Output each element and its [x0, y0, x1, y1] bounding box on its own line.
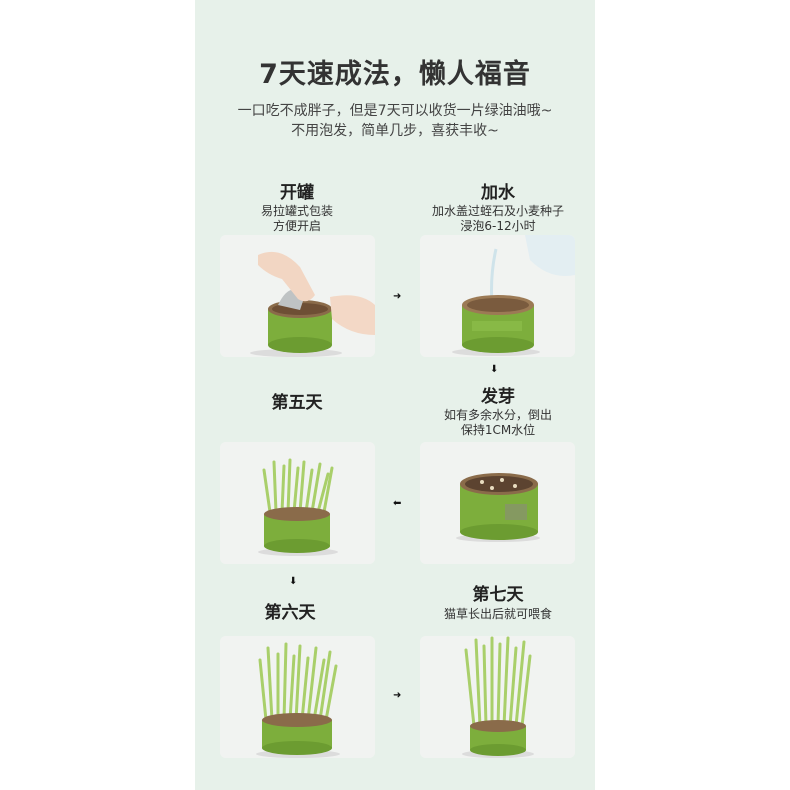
step-water-title: 加水 [481, 183, 515, 203]
arrow-left-icon: ⬅ [393, 498, 402, 509]
step-day7-image [420, 636, 575, 758]
step-open-image [220, 235, 375, 357]
step-sprout-desc-1: 如有多余水分，倒出 [443, 408, 552, 422]
arrow-down-icon: ⬇ [490, 364, 499, 375]
step-day7-desc-1: 猫草长出后就可喂食 [443, 607, 552, 621]
step-open-title: 开罐 [280, 183, 314, 203]
step-water-desc-2: 浸泡6-12小时 [460, 219, 536, 233]
subtitle-line-1: 一口吃不成胖子，但是7天可以收货一片绿油油哦~ [237, 103, 553, 119]
step-day6-image [220, 636, 375, 758]
arrow-down-icon-2: ⬇ [289, 576, 298, 587]
step-day6-title: 第六天 [264, 603, 316, 623]
step-water-desc-1: 加水盖过蛭石及小麦种子 [431, 204, 564, 218]
arrow-right-icon: ➜ [393, 291, 402, 302]
page-title: 7天速成法，懒人福音 [259, 59, 531, 90]
step-sprout-desc-2: 保持1CM水位 [460, 423, 536, 437]
step-sprout-image [420, 442, 575, 564]
step-day5-image [220, 442, 375, 564]
step-open-desc-2: 方便开启 [272, 219, 321, 233]
step-day5-title: 第五天 [271, 393, 323, 413]
arrow-right-icon-2: ➜ [393, 690, 402, 701]
step-water-image [420, 235, 575, 357]
step-open-desc-1: 易拉罐式包装 [260, 204, 333, 218]
subtitle-line-2: 不用泡发，简单几步，喜获丰收~ [291, 123, 499, 139]
step-sprout-title: 发芽 [481, 387, 515, 407]
step-day7-title: 第七天 [472, 585, 524, 605]
